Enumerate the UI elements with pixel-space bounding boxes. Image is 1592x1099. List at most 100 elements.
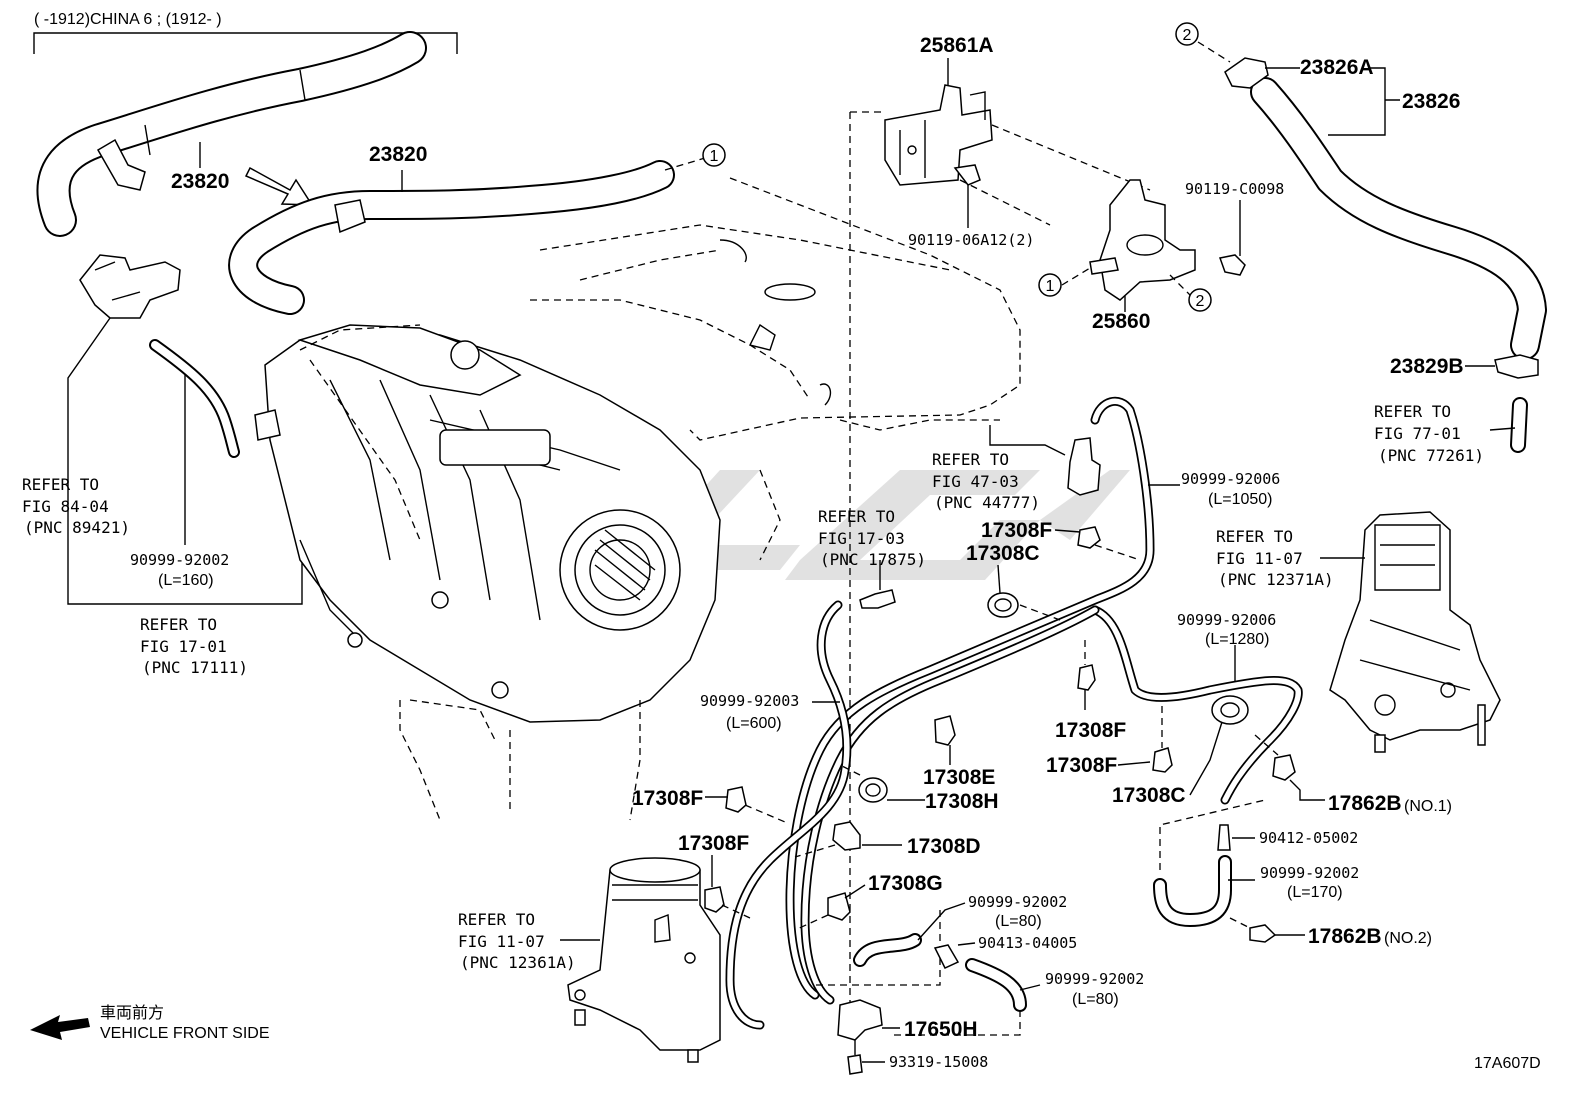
label-23820-main: 23820 (369, 143, 427, 166)
ref-77-01-line2: FIG 77-01 (1374, 424, 1461, 443)
ref-11-07-b-line3: (PNC 12361A) (460, 953, 576, 972)
label-25861A: 25861A (920, 34, 994, 57)
label-17862B-no1: 17862B (1328, 792, 1402, 815)
ref-47-03-line3: (PNC 44777) (934, 493, 1040, 512)
direction-arrow (244, 166, 314, 206)
bracket-25861A (849, 58, 1151, 1030)
label-90999-92002-d-length: (L=80) (1072, 991, 1119, 1008)
ref-11-07-a-line1: REFER TO (1216, 527, 1293, 546)
clip-17308F-a (1054, 526, 1141, 561)
ref-11-07-b-line2: FIG 11-07 (458, 932, 545, 951)
clip-17308D (794, 821, 902, 858)
ref-17-03-line2: FIG 17-03 (818, 529, 905, 548)
label-front-en: VEHICLE FRONT SIDE (100, 1025, 270, 1042)
label-17308E: 17308E (923, 766, 995, 789)
hose-23826 (1197, 41, 1547, 379)
engine-mount-12361A (560, 857, 721, 1063)
ref-47-03-line1: REFER TO (932, 450, 1009, 469)
clip-17308F-c (1117, 706, 1173, 773)
ref-17-01-line3: (PNC 17111) (142, 658, 248, 677)
label-90412-05002: 90412-05002 (1259, 829, 1358, 847)
tube-90999-92006-L1050 (785, 396, 1180, 1000)
label-23829B: 23829B (1390, 355, 1464, 378)
vehicle-front-arrow (30, 1015, 90, 1040)
label-17308F-d: 17308F (632, 787, 703, 810)
ref-77-01-line3: (PNC 77261) (1378, 446, 1484, 465)
label-90999-92002-b: 90999-92002 (1260, 864, 1359, 882)
label-90413-04005: 90413-04005 (978, 934, 1077, 952)
label-17308F-b: 17308F (1055, 719, 1126, 742)
clip-17308E (934, 715, 956, 765)
bolt-93319-15008 (847, 1054, 885, 1075)
ref-84-04-line1: REFER TO (22, 475, 99, 494)
ref-17-03-line1: REFER TO (818, 507, 895, 526)
hose-90999-92002-L160 (149, 339, 240, 545)
vsv-44777 (989, 425, 1101, 496)
clip-17308G (794, 884, 866, 931)
hose-23820-main (228, 157, 706, 315)
label-90999-92002-d: 90999-92002 (1045, 970, 1144, 988)
tube-90999-92002-L80-b (890, 958, 1041, 1036)
label-17862B-no1-suffix: (NO.1) (1404, 798, 1452, 815)
ref-11-07-a-line2: FIG 11-07 (1216, 549, 1303, 568)
label-17862B-no2-suffix: (NO.2) (1384, 930, 1432, 947)
applicability-text: ( -1912)CHINA 6 ; (1912- ) (34, 11, 222, 28)
ref-84-04-line2: FIG 84-04 (22, 497, 109, 516)
label-90119-06A12: 90119-06A12(2) (908, 231, 1034, 249)
marker-1-top: 1 (702, 143, 726, 167)
label-17308C-a: 17308C (966, 542, 1040, 565)
label-17308F-c: 17308F (1046, 754, 1117, 777)
label-17650H: 17650H (904, 1018, 978, 1041)
bolt-90119-06A12 (953, 164, 981, 228)
label-93319-15008: 93319-15008 (889, 1053, 988, 1071)
label-17308F-a: 17308F (981, 519, 1052, 542)
label-90999-92002-c: 90999-92002 (968, 893, 1067, 911)
vsv-17650H (837, 999, 900, 1055)
connector-90413-04005 (933, 942, 976, 969)
label-17308G: 17308G (868, 872, 943, 895)
label-90999-92003: 90999-92003 (700, 692, 799, 710)
label-23820-top: 23820 (171, 170, 229, 193)
label-90999-92006-a: 90999-92006 (1181, 470, 1280, 488)
label-17308H: 17308H (925, 790, 999, 813)
clamp-17308C-b (1189, 695, 1249, 796)
ref-11-07-b-line1: REFER TO (458, 910, 535, 929)
hose-23820-top (36, 31, 427, 237)
label-17308C-b: 17308C (1112, 784, 1186, 807)
label-90999-92006-b: 90999-92006 (1177, 611, 1276, 629)
label-90999-92002-c-length: (L=80) (995, 913, 1042, 930)
label-90999-92002-a: 90999-92002 (130, 551, 229, 569)
ref-17-03-line3: (PNC 17875) (820, 550, 926, 569)
label-90999-92002-b-length: (L=170) (1287, 884, 1343, 901)
svg-text:1: 1 (1046, 278, 1055, 295)
clip-17862B-NO1 (1254, 734, 1325, 801)
engine-block-outline (399, 177, 1021, 821)
label-front-cn: 車両前方 (100, 1004, 164, 1022)
sensor-89421 (67, 254, 303, 605)
connector-90412-05002 (1217, 824, 1255, 851)
marker-2-vsv: 2 (1188, 288, 1212, 312)
label-23826: 23826 (1402, 90, 1460, 113)
ref-77-01-line1: REFER TO (1374, 402, 1451, 421)
engine-mount-12371A (1320, 511, 1501, 753)
label-17862B-no2: 17862B (1308, 925, 1382, 948)
tube-77261 (1489, 397, 1528, 453)
label-25860: 25860 (1092, 310, 1150, 333)
tube-90999-92002-L80-a (810, 902, 966, 986)
label-90999-92006-b-length: (L=1280) (1205, 631, 1270, 648)
intake-manifold (254, 324, 721, 723)
svg-text:2: 2 (1196, 293, 1205, 310)
sensor-17875 (859, 560, 896, 609)
clip-17308F-b (1077, 640, 1096, 710)
ref-17-01-line1: REFER TO (140, 615, 217, 634)
label-90999-92006-a-length: (L=1050) (1208, 491, 1273, 508)
bolt-90119-C0098 (1219, 200, 1246, 276)
clip-17308F-d (705, 786, 786, 823)
label-17308F-e: 17308F (678, 832, 749, 855)
svg-text:1: 1 (710, 148, 719, 165)
ref-47-03-line2: FIG 47-03 (932, 472, 1019, 491)
applicability-bracket: ( -1912)CHINA 6 ; (1912- ) (33, 11, 458, 54)
label-17308D: 17308D (907, 835, 981, 858)
clip-17308F-e (704, 855, 751, 919)
ref-17-01-line2: FIG 17-01 (140, 637, 227, 656)
